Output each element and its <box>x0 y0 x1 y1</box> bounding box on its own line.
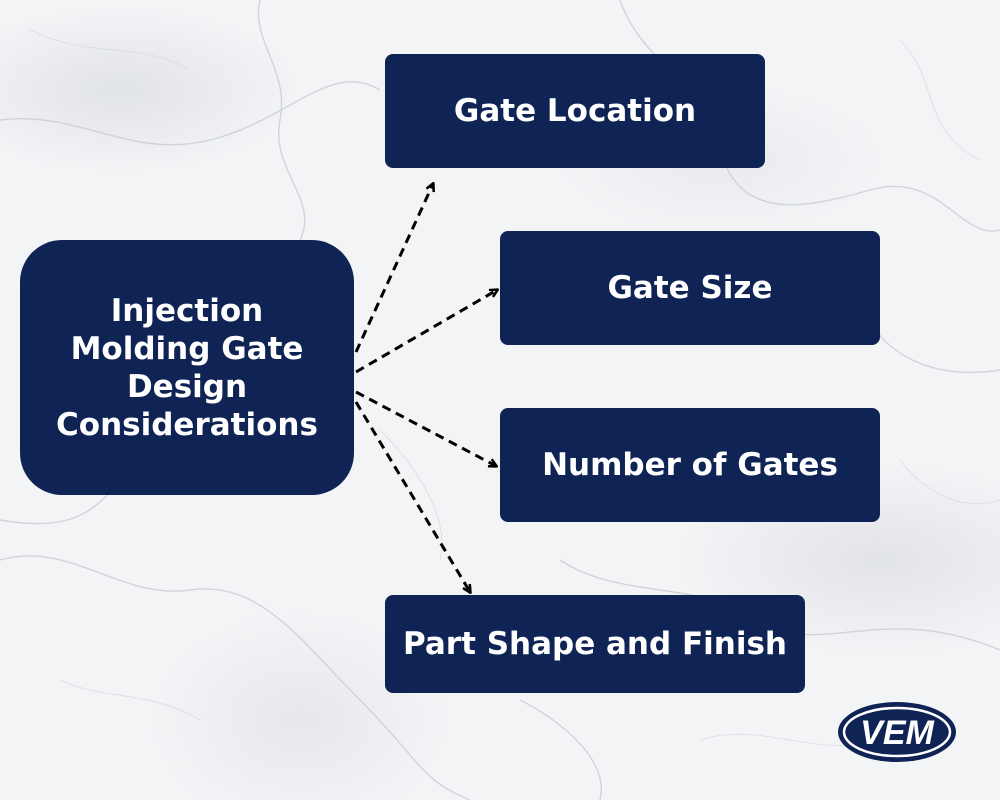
branch-part-shape-and-finish: Part Shape and Finish <box>385 595 805 693</box>
arrow-to-gate-location <box>354 184 433 353</box>
logo-text: VEM <box>860 714 934 752</box>
branch-gate-location: Gate Location <box>385 54 765 168</box>
branch-gate-size: Gate Size <box>500 231 880 345</box>
arrow-to-gate-size <box>355 290 497 374</box>
branch-number-of-gates: Number of Gates <box>500 408 880 522</box>
vem-logo: VEM <box>838 702 956 762</box>
arrow-to-number-of-gates <box>355 390 496 466</box>
central-topic-box: Injection Molding Gate Design Considerat… <box>20 240 354 495</box>
arrow-to-part-shape-and-finish <box>354 401 470 592</box>
